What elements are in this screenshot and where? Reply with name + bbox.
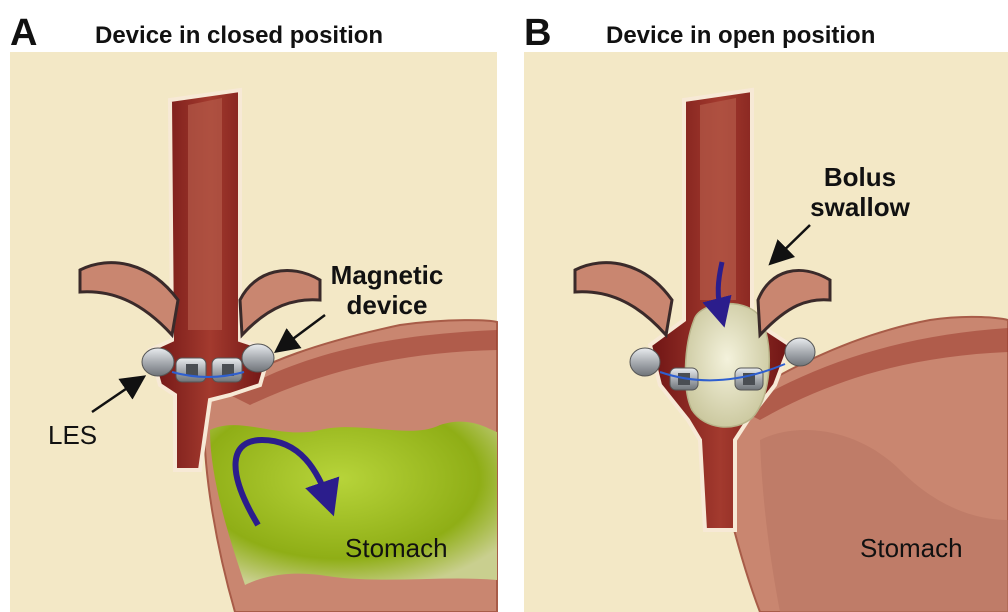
les-label: LES	[48, 420, 97, 450]
panel-a-illustration	[10, 52, 497, 612]
esophagus-lumen	[188, 98, 222, 330]
magnetic-device-label-line1: Magnetic	[322, 260, 452, 290]
panel-b-letter: B	[524, 12, 551, 55]
panel-a-letter: A	[10, 12, 37, 55]
bolus-swallow-label: Bolus swallow	[800, 162, 920, 222]
panel-a-title: Device in closed position	[95, 22, 383, 50]
panel-b-illustration	[524, 52, 1008, 612]
stomach-label-a: Stomach	[345, 533, 448, 563]
panel-b-title: Device in open position	[606, 22, 875, 50]
stomach-label-b: Stomach	[860, 533, 963, 563]
magnetic-device-label: Magnetic device	[322, 260, 452, 320]
bolus-swallow-label-line2: swallow	[800, 192, 920, 222]
magnetic-device-label-line2: device	[322, 290, 452, 320]
bolus-swallow-label-line1: Bolus	[800, 162, 920, 192]
bolus	[685, 303, 769, 427]
